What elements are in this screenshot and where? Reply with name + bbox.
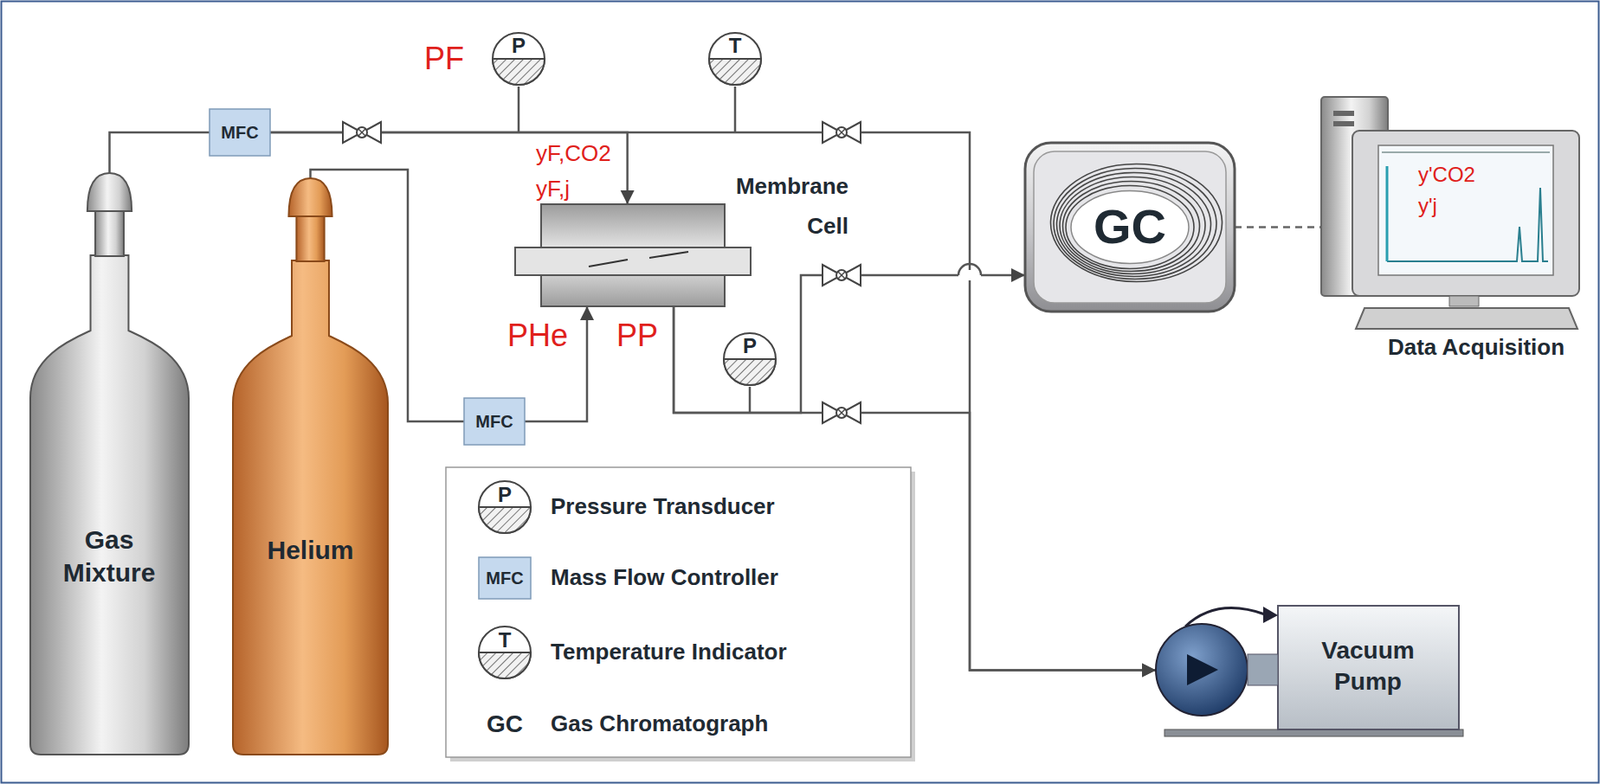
mass-flow-controller: MFC xyxy=(209,109,271,156)
pressure-label: PHe xyxy=(507,316,577,355)
membrane-cell: Membrane Cell xyxy=(541,204,725,307)
gas-line xyxy=(270,132,1156,678)
valve-symbol xyxy=(342,122,381,143)
node-text: Helium xyxy=(232,535,388,567)
composition-label: yF,CO2 xyxy=(535,140,623,168)
gas-chromatograph: GC xyxy=(1025,142,1235,312)
node-text: y'j xyxy=(1418,193,1505,220)
computer-shape xyxy=(1321,96,1581,331)
gas-cylinder: Gas Mixture xyxy=(30,173,189,755)
mass-flow-controller: MFC xyxy=(464,398,525,446)
legend-text: Temperature Indicator xyxy=(550,638,897,666)
node-text: Gas Mixture xyxy=(48,523,170,590)
legend-symbol-text: GC xyxy=(470,709,540,740)
node-text: GC xyxy=(1025,197,1235,256)
node-text: y'CO2 xyxy=(1418,162,1505,188)
membrane-cell-shape xyxy=(541,204,725,307)
vacuum-pump: Vacuum Pump xyxy=(1155,606,1464,737)
pressure-label: PF xyxy=(424,39,485,78)
node-text: P xyxy=(722,334,778,360)
composition-label: yF,j xyxy=(535,175,623,203)
signal-line xyxy=(1234,226,1322,228)
vacuum-pump-shape xyxy=(1155,606,1464,737)
node-text: Vacuum Pump xyxy=(1303,635,1433,698)
legend-text: Gas Chromatograph xyxy=(550,710,897,738)
pressure-transducer: P xyxy=(722,331,778,388)
gas-line xyxy=(673,268,1026,413)
system-label: Data Acquisition xyxy=(1358,334,1594,362)
gas-cylinder: Helium xyxy=(232,178,388,755)
temperature-indicator: T xyxy=(707,31,763,87)
node-text: MFC xyxy=(464,411,525,433)
legend-text: Pressure Transducer xyxy=(550,493,897,521)
node-text: Membrane Cell xyxy=(718,166,849,246)
computer: y'CO2 y'j xyxy=(1321,96,1581,331)
node-text: P xyxy=(490,33,547,59)
legend-text: Mass Flow Controller xyxy=(550,564,897,592)
legend-symbol-text: T xyxy=(478,628,531,654)
valve-symbol xyxy=(822,264,861,286)
pressure-label: PP xyxy=(616,316,669,355)
node-text: MFC xyxy=(209,122,271,143)
gas-line xyxy=(109,132,211,174)
line-hop xyxy=(958,264,981,276)
valve-symbol xyxy=(822,122,861,143)
gas-cylinder-shape xyxy=(232,178,388,755)
legend-symbol-text: P xyxy=(478,483,531,509)
gas-cylinder-shape xyxy=(30,173,189,755)
gas-line xyxy=(673,306,1156,678)
legend-symbol-text: MFC xyxy=(478,567,531,589)
valve-symbol xyxy=(822,402,861,424)
pressure-transducer: P xyxy=(490,31,547,87)
node-text: T xyxy=(707,33,763,59)
